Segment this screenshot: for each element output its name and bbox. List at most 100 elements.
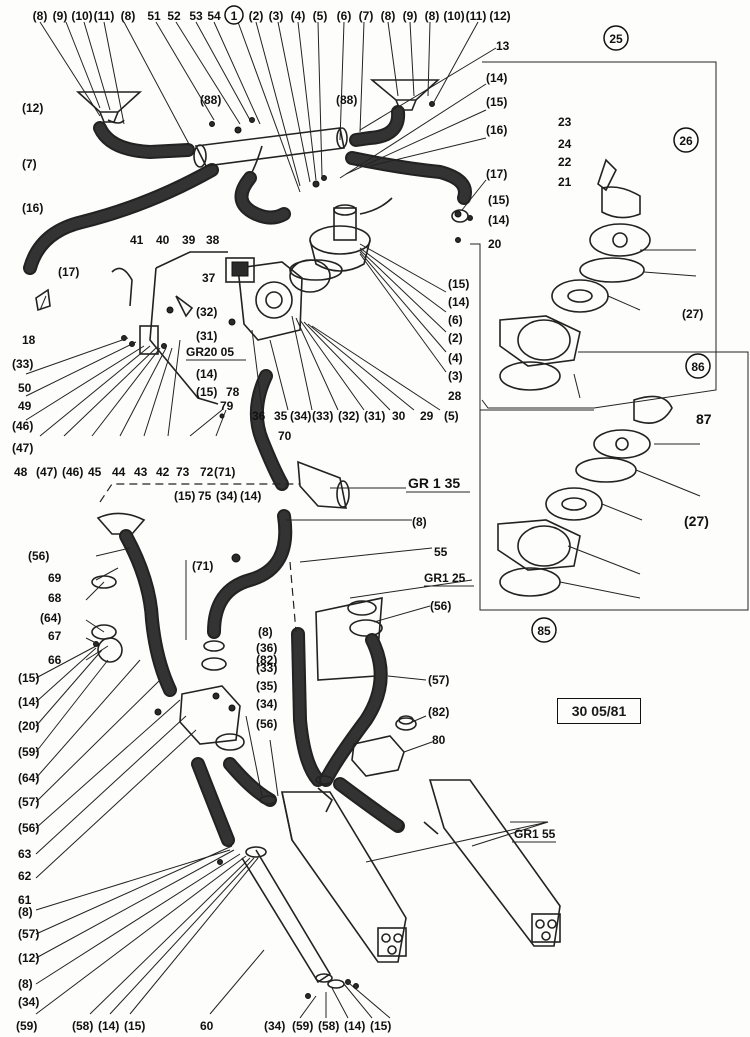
svg-text:36: 36 xyxy=(252,409,266,423)
circled-callout-1: 1 xyxy=(224,5,244,25)
svg-text:(64): (64) xyxy=(18,771,39,785)
svg-text:(11): (11) xyxy=(94,9,115,23)
svg-text:(58): (58) xyxy=(318,1019,339,1033)
svg-text:(15): (15) xyxy=(486,95,507,109)
svg-text:(88): (88) xyxy=(200,93,221,107)
assembly-dashed-line xyxy=(99,483,300,503)
svg-text:48: 48 xyxy=(14,465,28,479)
group-ref-gr135: GR 1 35 xyxy=(408,475,460,491)
svg-text:(71): (71) xyxy=(192,559,213,573)
svg-text:(4): (4) xyxy=(448,351,463,365)
svg-text:(3): (3) xyxy=(448,369,463,383)
pipe-60 xyxy=(241,849,332,984)
svg-text:(10): (10) xyxy=(71,9,92,23)
group-ref-gr2005: GR20 05 xyxy=(186,345,234,359)
svg-text:28: 28 xyxy=(448,389,462,403)
svg-text:(14): (14) xyxy=(18,695,39,709)
svg-text:69: 69 xyxy=(48,571,62,585)
svg-text:(15): (15) xyxy=(124,1019,145,1033)
svg-text:(12): (12) xyxy=(18,951,39,965)
svg-text:(15): (15) xyxy=(18,671,39,685)
circled-callout-26: 26 xyxy=(673,127,699,153)
svg-text:75: 75 xyxy=(198,489,212,503)
group-86-frame xyxy=(479,351,749,611)
svg-text:23: 23 xyxy=(558,115,572,129)
svg-text:80: 80 xyxy=(432,733,446,747)
svg-text:(82): (82) xyxy=(428,705,449,719)
svg-text:(32): (32) xyxy=(196,305,217,319)
svg-text:(57): (57) xyxy=(18,927,39,941)
svg-text:79: 79 xyxy=(220,399,234,413)
circled-callout-85: 85 xyxy=(531,617,557,643)
svg-text:85: 85 xyxy=(537,624,551,638)
svg-text:(56): (56) xyxy=(430,599,451,613)
svg-text:(34): (34) xyxy=(256,697,277,711)
svg-text:(16): (16) xyxy=(486,123,507,137)
svg-text:50: 50 xyxy=(18,381,32,395)
svg-text:(14): (14) xyxy=(344,1019,365,1033)
svg-text:(71): (71) xyxy=(214,465,235,479)
svg-text:61: 61 xyxy=(18,893,32,907)
svg-text:51: 51 xyxy=(147,9,161,23)
muffler-left xyxy=(281,787,407,963)
svg-text:62: 62 xyxy=(18,869,32,883)
svg-text:21: 21 xyxy=(558,175,572,189)
svg-text:18: 18 xyxy=(22,333,36,347)
svg-text:66: 66 xyxy=(48,653,62,667)
svg-text:(15): (15) xyxy=(196,385,217,399)
blower-housing xyxy=(225,257,331,341)
svg-text:(8): (8) xyxy=(425,9,440,23)
svg-text:(88): (88) xyxy=(336,93,357,107)
svg-text:(47): (47) xyxy=(36,465,57,479)
svg-text:(27): (27) xyxy=(684,513,709,529)
group-25-frame xyxy=(481,61,717,409)
circled-callout-86: 86 xyxy=(685,353,711,379)
svg-text:49: 49 xyxy=(18,399,32,413)
svg-text:(6): (6) xyxy=(448,313,463,327)
svg-text:(15): (15) xyxy=(488,193,509,207)
svg-text:(4): (4) xyxy=(291,9,306,23)
svg-text:(34): (34) xyxy=(18,995,39,1009)
svg-text:(14): (14) xyxy=(98,1019,119,1033)
callout-labels: 13 (14) (15) (16) (17) (15) (14) 20 (12)… xyxy=(12,39,712,1033)
svg-text:39: 39 xyxy=(182,233,196,247)
svg-text:(16): (16) xyxy=(22,201,43,215)
svg-text:(15): (15) xyxy=(174,489,195,503)
svg-text:(9): (9) xyxy=(403,9,418,23)
svg-text:(14): (14) xyxy=(448,295,469,309)
svg-text:41: 41 xyxy=(130,233,144,247)
svg-text:(31): (31) xyxy=(364,409,385,423)
svg-text:35: 35 xyxy=(274,409,288,423)
heater-unit xyxy=(289,197,393,281)
svg-text:(59): (59) xyxy=(18,745,39,759)
svg-text:(15): (15) xyxy=(370,1019,391,1033)
svg-text:67: 67 xyxy=(48,629,62,643)
svg-text:(20): (20) xyxy=(18,719,39,733)
svg-text:(14): (14) xyxy=(488,213,509,227)
group-86-parts xyxy=(497,395,673,597)
svg-text:(14): (14) xyxy=(486,71,507,85)
svg-text:(10): (10) xyxy=(443,9,464,23)
svg-text:30: 30 xyxy=(392,409,406,423)
svg-text:(17): (17) xyxy=(58,265,79,279)
svg-text:(8): (8) xyxy=(18,905,33,919)
leader-lines xyxy=(25,21,701,1019)
svg-text:(56): (56) xyxy=(28,549,49,563)
svg-text:(12): (12) xyxy=(22,101,43,115)
svg-text:63: 63 xyxy=(18,847,32,861)
hose-71 xyxy=(207,509,293,639)
clamp-68 xyxy=(91,575,117,640)
top-label-row: (8) (9) (10) (11) (8) 51 52 53 54 (2) (3… xyxy=(33,9,511,23)
svg-text:86: 86 xyxy=(691,360,705,374)
svg-text:40: 40 xyxy=(156,233,170,247)
group-ref-gr155: GR1 55 xyxy=(514,827,556,841)
svg-text:26: 26 xyxy=(679,134,693,148)
muffler-right xyxy=(423,779,561,947)
svg-text:25: 25 xyxy=(609,32,623,46)
svg-text:37: 37 xyxy=(202,271,216,285)
svg-text:(8): (8) xyxy=(258,625,273,639)
svg-text:13: 13 xyxy=(496,39,510,53)
svg-text:55: 55 xyxy=(434,545,448,559)
circled-callout-25: 25 xyxy=(603,25,629,51)
